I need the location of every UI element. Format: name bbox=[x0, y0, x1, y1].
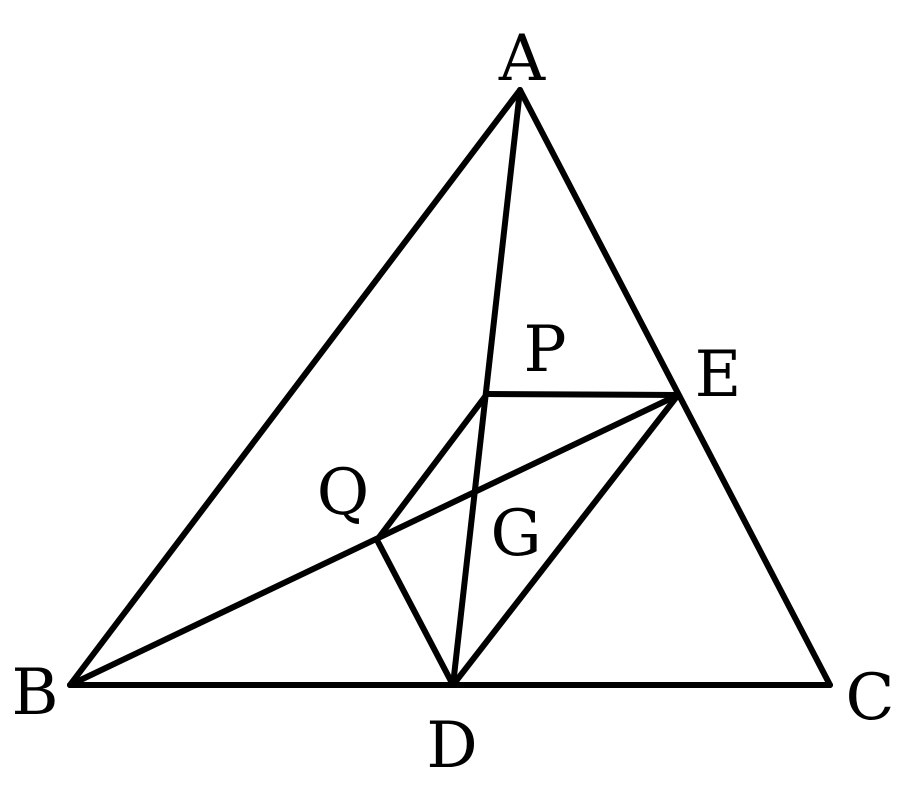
point-label-p: P bbox=[523, 313, 566, 387]
segment-dq bbox=[374, 537, 456, 688]
point-label-q: Q bbox=[317, 456, 369, 530]
segment-ed bbox=[450, 392, 681, 688]
point-label-d: D bbox=[426, 709, 477, 783]
point-label-b: B bbox=[11, 656, 58, 730]
segment-pe bbox=[484, 391, 681, 398]
segment-ac bbox=[517, 87, 833, 688]
point-label-e: E bbox=[695, 338, 742, 412]
point-label-g: G bbox=[490, 497, 541, 571]
segments-group bbox=[67, 87, 833, 688]
segment-ad bbox=[450, 87, 523, 688]
point-label-c: C bbox=[846, 661, 895, 735]
labels-group: A B C D E P Q G bbox=[11, 22, 894, 783]
segment-ab bbox=[67, 87, 523, 688]
segment-qp bbox=[374, 391, 490, 543]
point-label-a: A bbox=[498, 22, 546, 96]
